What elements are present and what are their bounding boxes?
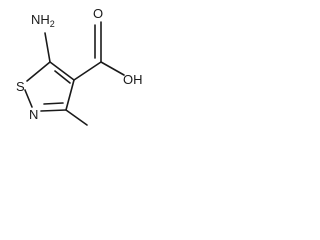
bond-c3-n-inner xyxy=(43,102,64,105)
bond-c4-c3 xyxy=(65,79,75,111)
bond-c5-c4 xyxy=(49,61,75,81)
bond-c4-carboxyl xyxy=(73,61,102,81)
chemical-structure: NH2 S N O OH xyxy=(16,6,143,126)
bond-carboxyl-oh xyxy=(100,61,125,76)
ring-nitrogen-label: N xyxy=(29,107,38,122)
bond-c5-amine xyxy=(44,32,51,63)
amine-label: NH2 xyxy=(31,12,55,29)
bond-c5-c4-inner xyxy=(54,70,71,84)
bond-s-c5 xyxy=(26,61,51,82)
hydroxyl-label: OH xyxy=(123,72,143,87)
amine-label-subscript: 2 xyxy=(50,19,55,29)
sulfur-label: S xyxy=(16,79,25,94)
carbonyl-oxygen-label: O xyxy=(93,6,103,21)
bond-n-s xyxy=(24,89,33,108)
bond-c3-methyl xyxy=(65,109,88,126)
bond-c3-n xyxy=(40,109,67,112)
amine-label-main: NH xyxy=(31,12,50,27)
